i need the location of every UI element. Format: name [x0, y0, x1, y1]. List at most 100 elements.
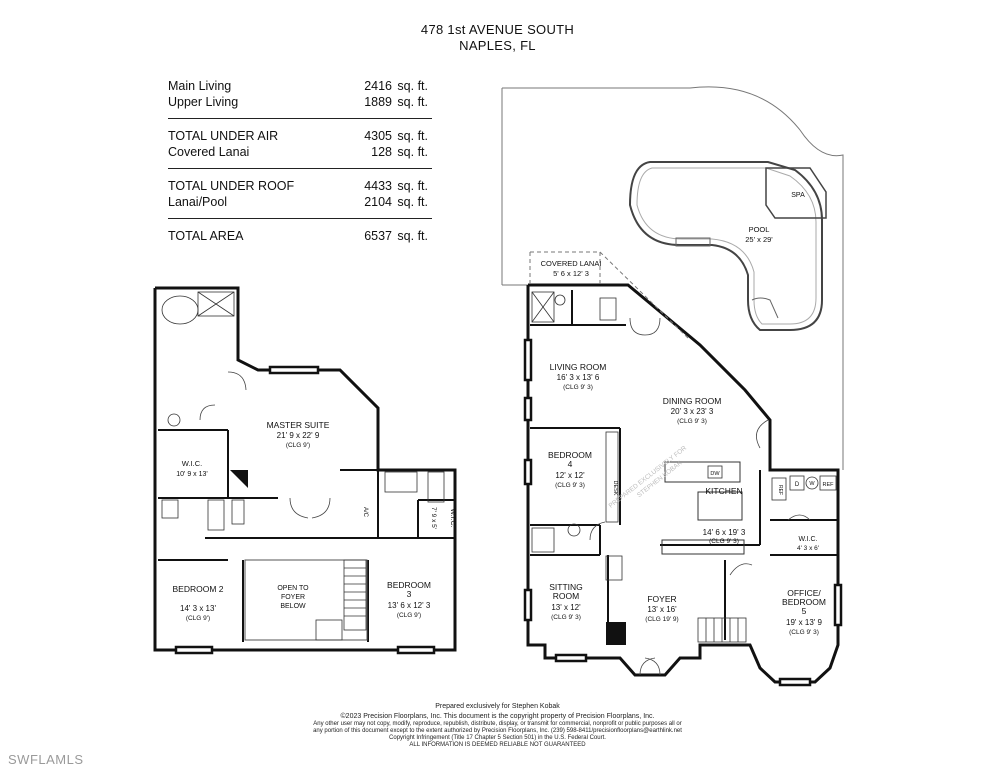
- kitchen-ceiling: (CLG 9' 3): [709, 538, 739, 545]
- area-divider: [168, 218, 432, 219]
- dishwasher-label: DW: [710, 471, 720, 477]
- office-label: OFFICE/: [787, 588, 821, 598]
- bedroom-3-number: 3: [407, 589, 412, 599]
- open-to-label: OPEN TO: [277, 585, 309, 592]
- pool-label: POOL: [749, 225, 770, 234]
- upper-stairs: [315, 559, 367, 641]
- kitchen-island: [697, 491, 743, 521]
- copyright-note: ©2023 Precision Floorplans, Inc. This do…: [340, 713, 655, 720]
- upper-door-swings: [199, 371, 331, 519]
- dining-room-ceiling: (CLG 9' 3): [677, 418, 707, 425]
- main-windows: [523, 338, 843, 687]
- refrigerator-2-box: [819, 475, 837, 491]
- sitting-room-ceiling: (CLG 9' 3): [551, 614, 581, 621]
- kitchen-counter: [664, 461, 741, 483]
- living-room-label: LIVING ROOM: [550, 362, 607, 372]
- pool-steps: [675, 237, 711, 247]
- bedroom-4-dims: 12' x 12': [555, 471, 585, 480]
- kitchen-lower-counter: [661, 539, 745, 555]
- dining-room-label: DINING ROOM: [663, 396, 722, 406]
- main-wic-label: W.I.C.: [798, 536, 817, 543]
- covered-lanai-label: COVERED LANAI: [541, 259, 602, 268]
- fine-print-4: ALL INFORMATION IS DEEMED RELIABLE NOT G…: [409, 742, 586, 748]
- main-bath-fixtures: [531, 291, 623, 581]
- master-suite-ceiling: (CLG 9'): [286, 442, 310, 449]
- bedroom-2-dims: 14' 3 x 13': [180, 604, 216, 613]
- pool-dims: 25' x 29': [745, 235, 773, 244]
- bedroom-2-ceiling: (CLG 9'): [186, 615, 210, 622]
- main-level-walls: [526, 283, 840, 684]
- area-label: TOTAL AREA: [168, 229, 244, 243]
- address-line-1: 478 1st AVENUE SOUTH: [420, 22, 575, 37]
- main-stairs: [697, 617, 747, 643]
- upper-wic-dims: 10' 9 x 13': [176, 471, 207, 478]
- area-unit: sq. ft.: [397, 145, 428, 159]
- kitchen-label: KITCHEN: [705, 486, 742, 496]
- open-foyer-label: FOYER: [281, 594, 305, 601]
- desk-label: DESK: [612, 481, 618, 496]
- area-unit: sq. ft.: [397, 179, 428, 193]
- area-unit: sq. ft.: [397, 95, 428, 109]
- upper-wic-label: W.I.C.: [182, 459, 202, 468]
- upper-level-walls: [153, 286, 457, 652]
- upper-chase: [230, 470, 248, 488]
- main-wic-dims: 4' 3 x 6': [797, 545, 819, 552]
- upper-wic2-label: W.I.C.: [449, 508, 456, 527]
- dryer-box: [789, 475, 805, 491]
- fine-print-1: Any other user may not copy, modify, rep…: [313, 721, 682, 727]
- pool-shape: [628, 161, 823, 331]
- fine-print-2: any portion of this document except to t…: [313, 728, 682, 734]
- area-value: 4433: [364, 179, 392, 193]
- sitting-room-label-2: ROOM: [553, 591, 579, 601]
- living-room-dims: 16' 3 x 13' 6: [557, 373, 600, 382]
- area-value: 128: [371, 145, 392, 159]
- area-unit: sq. ft.: [397, 229, 428, 243]
- pool-steps: [751, 297, 779, 319]
- area-value: 2104: [364, 195, 392, 209]
- bedroom-4-number: 4: [568, 459, 573, 469]
- upper-level-partitions: [158, 429, 455, 642]
- covered-lanai-outline: [529, 251, 691, 341]
- sitting-room-label: SITTING: [549, 582, 583, 592]
- area-row: Lanai/Pool 2104 sq. ft.: [168, 194, 432, 210]
- bedroom-2-label: BEDROOM 2: [172, 584, 223, 594]
- foyer-column: [606, 622, 626, 645]
- office-bedroom-label: BEDROOM: [782, 597, 826, 607]
- refrigerator-2-label: REF: [823, 482, 835, 488]
- washer-circle: [805, 476, 819, 490]
- desk-counter: [605, 431, 619, 523]
- upper-windows: [174, 365, 436, 655]
- ac-label: A/C: [362, 507, 368, 518]
- master-suite-label: MASTER SUITE: [267, 420, 330, 430]
- mls-watermark: SWFLAMLS: [8, 752, 84, 767]
- area-unit: sq. ft.: [397, 79, 428, 93]
- bedroom-3-ceiling: (CLG 9'): [397, 612, 421, 619]
- area-value: 1889: [364, 95, 392, 109]
- foyer-ceiling: (CLG 19' 9): [645, 616, 678, 623]
- pool-inner-shape: [636, 167, 817, 325]
- area-label: Lanai/Pool: [168, 195, 228, 209]
- open-below-label: BELOW: [280, 603, 306, 610]
- address-line-2: NAPLES, FL: [459, 38, 536, 53]
- bedroom-3-label: BEDROOM: [387, 580, 431, 590]
- upper-bath-fixtures: [161, 291, 445, 531]
- living-room-ceiling: (CLG 9' 3): [563, 384, 593, 391]
- spa-label: SPA: [791, 192, 805, 199]
- area-value: 4305: [364, 129, 392, 143]
- area-divider: [168, 118, 432, 119]
- office-ceiling: (CLG 9' 3): [789, 629, 819, 636]
- foyer-label: FOYER: [647, 594, 676, 604]
- bedroom-3-dims: 13' 6 x 12' 3: [388, 601, 431, 610]
- area-unit: sq. ft.: [397, 195, 428, 209]
- area-label: Covered Lanai: [168, 145, 250, 159]
- area-value: 2416: [364, 79, 392, 93]
- open-to-foyer-area: [244, 559, 368, 641]
- washer-label: W: [809, 481, 815, 487]
- refrigerator-box: [771, 477, 787, 501]
